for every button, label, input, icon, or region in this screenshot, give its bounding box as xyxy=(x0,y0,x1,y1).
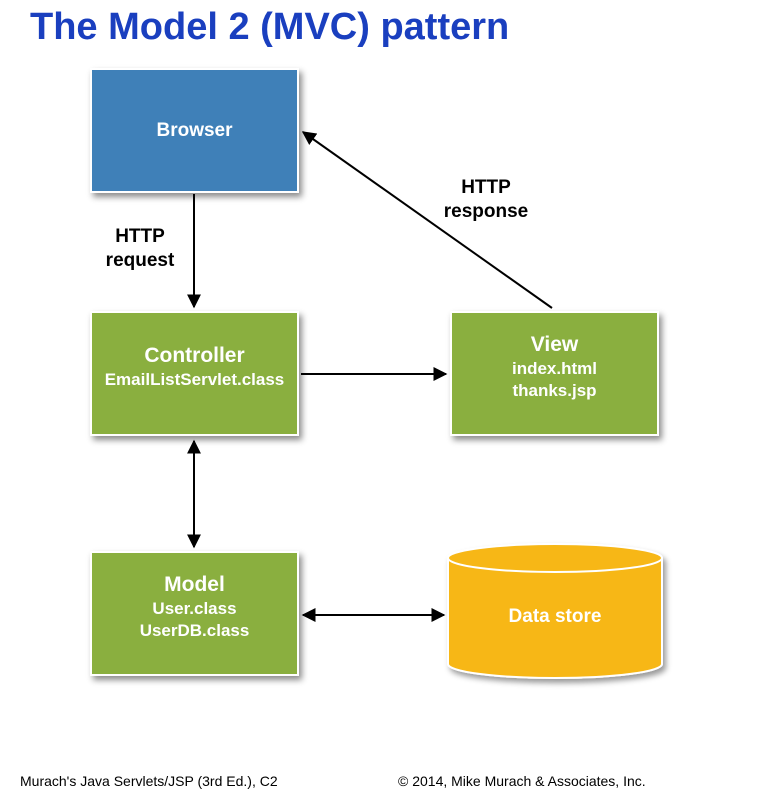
model-file: User.class xyxy=(152,598,237,618)
footer-copyright: © 2014, Mike Murach & Associates, Inc. xyxy=(398,773,646,789)
model-label: Model xyxy=(164,572,225,596)
controller-label: Controller xyxy=(144,343,245,367)
response-label: HTTP response xyxy=(436,176,536,224)
datastore-label: Data store xyxy=(508,606,602,627)
view-file: index.html xyxy=(511,358,597,378)
request-label: HTTP request xyxy=(100,225,180,273)
view-file: thanks.jsp xyxy=(512,380,597,400)
controller-file: EmailListServlet.class xyxy=(104,369,285,389)
model-node: Model User.class UserDB.class xyxy=(90,551,299,676)
response-label-line1: HTTP xyxy=(461,177,511,198)
response-arrow xyxy=(301,131,553,309)
view-node: View index.html thanks.jsp xyxy=(450,311,659,436)
browser-node: Browser xyxy=(90,68,299,193)
browser-label: Browser xyxy=(156,119,233,141)
request-label-line1: HTTP xyxy=(115,226,165,247)
controller-node: Controller EmailListServlet.class xyxy=(90,311,299,436)
request-label-line2: request xyxy=(105,250,175,271)
datastore-cylinder xyxy=(447,543,663,679)
page-title: The Model 2 (MVC) pattern xyxy=(30,6,510,48)
model-file: UserDB.class xyxy=(139,620,250,640)
response-label-line2: response xyxy=(443,201,529,222)
view-label: View xyxy=(530,332,579,356)
footer-book-title: Murach's Java Servlets/JSP (3rd Ed.), C2 xyxy=(20,773,278,789)
